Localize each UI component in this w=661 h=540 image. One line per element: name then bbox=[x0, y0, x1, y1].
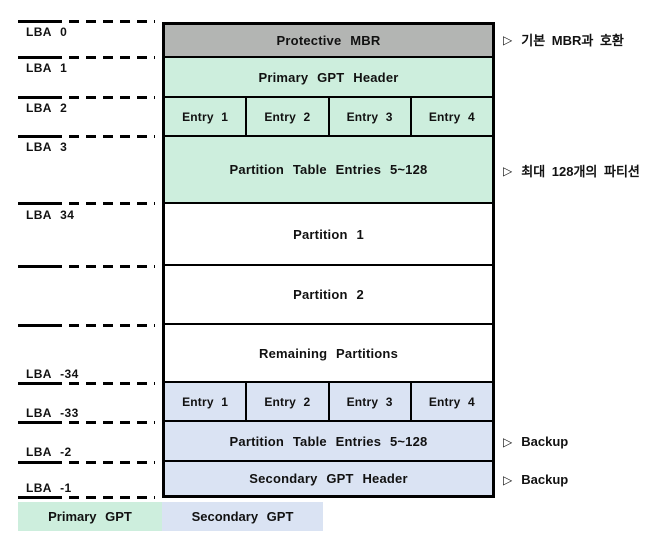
lba-dashed-line bbox=[18, 56, 155, 59]
lba-marker-0: LBA 0 bbox=[26, 25, 68, 39]
row-primary-gpt-header: Primary GPT Header bbox=[165, 58, 492, 98]
lba-marker-n2: LBA -2 bbox=[26, 445, 72, 459]
row-remaining-partitions: Remaining Partitions bbox=[165, 325, 492, 383]
row-partition-2: Partition 2 bbox=[165, 266, 492, 325]
lba-dashed-line bbox=[18, 202, 155, 205]
legend-primary-gpt: Primary GPT bbox=[18, 502, 162, 531]
lba-marker-1: LBA 1 bbox=[26, 61, 68, 75]
lba-dashed-line bbox=[18, 20, 155, 23]
legend-secondary-gpt: Secondary GPT bbox=[162, 502, 323, 531]
entry-cell: Entry 2 bbox=[247, 383, 330, 420]
annotation-backup-table: ▷ Backup bbox=[503, 434, 568, 449]
entry-cell: Entry 2 bbox=[247, 98, 330, 135]
annotation-text: Backup bbox=[521, 472, 569, 487]
row-secondary-table-entries: Partition Table Entries 5~128 bbox=[165, 422, 492, 462]
entry-cell: Entry 3 bbox=[330, 383, 412, 420]
entry-cell: Entry 1 bbox=[165, 98, 248, 135]
triangle-bullet-icon: ▷ bbox=[503, 163, 513, 178]
lba-dashed-line bbox=[18, 461, 155, 464]
entry-cell: Entry 4 bbox=[428, 109, 475, 124]
annotation-mbr-compat: ▷ 기본 MBR과 호환 bbox=[503, 30, 624, 49]
lba-dashed-line bbox=[18, 421, 155, 424]
annotation-text: 최대 128개의 파티션 bbox=[521, 164, 640, 179]
lba-marker-n34: LBA -34 bbox=[26, 367, 79, 381]
lba-dashed-line bbox=[18, 135, 155, 138]
lba-marker-n33: LBA -33 bbox=[26, 406, 79, 420]
row-primary-entries: Entry 1 Entry 2 Entry 3 Entry 4 bbox=[165, 98, 492, 137]
lba-marker-2: LBA 2 bbox=[26, 101, 68, 115]
entry-cell: Entry 1 bbox=[165, 383, 248, 420]
lba-marker-34: LBA 34 bbox=[26, 208, 75, 222]
entry-cell: Entry 3 bbox=[330, 98, 412, 135]
row-primary-table-entries: Partition Table Entries 5~128 bbox=[165, 137, 492, 204]
annotation-text: Backup bbox=[521, 434, 569, 449]
lba-dashed-line bbox=[18, 265, 155, 268]
annotation-max-partitions: ▷ 최대 128개의 파티션 bbox=[503, 161, 640, 180]
row-secondary-entries: Entry 1 Entry 2 Entry 3 Entry 4 bbox=[165, 383, 492, 422]
triangle-bullet-icon: ▷ bbox=[503, 472, 513, 487]
row-partition-1: Partition 1 bbox=[165, 204, 492, 266]
lba-dashed-line bbox=[18, 324, 155, 327]
entry-cell: Entry 4 bbox=[428, 394, 475, 409]
lba-dashed-line bbox=[18, 496, 155, 499]
lba-dashed-line bbox=[18, 96, 155, 99]
row-protective-mbr: Protective MBR bbox=[165, 25, 492, 58]
lba-marker-n1: LBA -1 bbox=[26, 481, 72, 495]
triangle-bullet-icon: ▷ bbox=[503, 32, 513, 47]
triangle-bullet-icon: ▷ bbox=[503, 434, 513, 449]
gpt-structure-box: Protective MBR Primary GPT Header Entry … bbox=[162, 22, 495, 498]
lba-marker-3: LBA 3 bbox=[26, 140, 68, 154]
row-secondary-gpt-header: Secondary GPT Header bbox=[165, 462, 492, 495]
annotation-text: 기본 MBR과 호환 bbox=[521, 33, 624, 48]
lba-dashed-line bbox=[18, 382, 155, 385]
annotation-backup-header: ▷ Backup bbox=[503, 472, 568, 487]
